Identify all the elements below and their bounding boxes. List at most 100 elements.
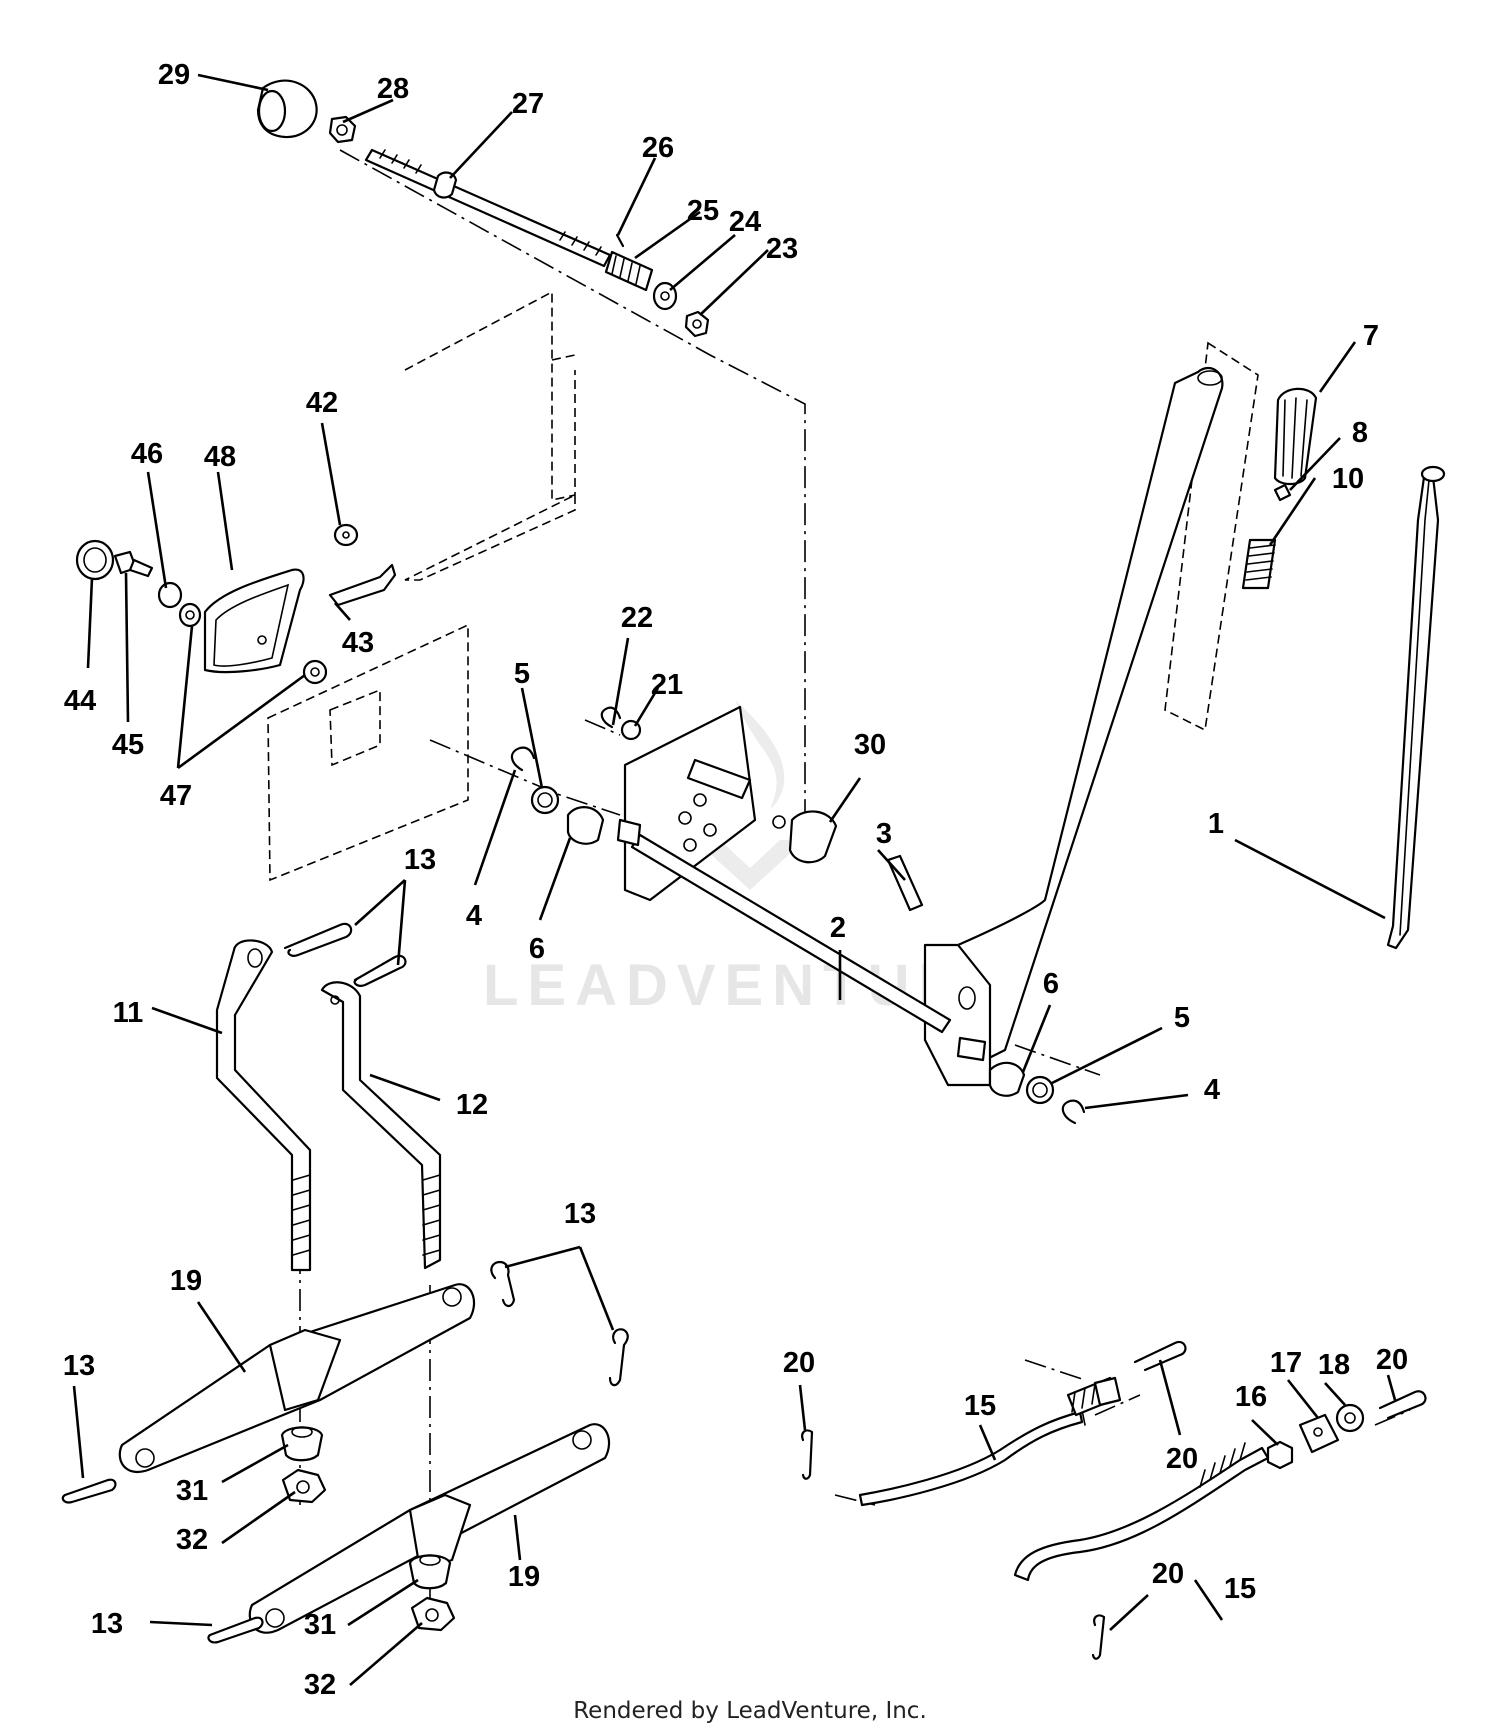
callout-4a: 4 (466, 900, 482, 932)
footer-credit: Rendered by LeadVenture, Inc. (573, 1698, 927, 1724)
callout-20d: 20 (1152, 1558, 1184, 1590)
callout-19a: 19 (170, 1265, 202, 1297)
link-11 (215, 939, 312, 1272)
clip-43 (328, 563, 397, 607)
spring-10 (1241, 538, 1277, 590)
callout-48: 48 (204, 441, 236, 473)
callout-29: 29 (158, 59, 190, 91)
hairpin-13d (608, 1328, 629, 1387)
nut-18 (1335, 1403, 1365, 1433)
callout-6b: 6 (1043, 968, 1059, 1000)
callout-28: 28 (377, 73, 409, 105)
callout-16: 16 (1235, 1381, 1267, 1413)
callout-11: 11 (113, 997, 144, 1029)
callout-20b: 20 (1166, 1443, 1198, 1475)
callout-20a: 20 (783, 1347, 815, 1379)
bushing-6b (988, 1061, 1026, 1097)
callout-43: 43 (342, 627, 374, 659)
rod-27 (364, 148, 612, 268)
nut-28 (328, 115, 357, 144)
callout-42: 42 (306, 387, 338, 419)
callout-10: 10 (1332, 463, 1364, 495)
hairpin-13c (490, 1260, 516, 1308)
washer-46 (157, 581, 183, 609)
pin-26 (615, 233, 625, 248)
callout-6a: 6 (529, 933, 545, 965)
callout-20c: 20 (1376, 1344, 1408, 1376)
callout-44: 44 (64, 685, 96, 717)
callout-13d: 13 (91, 1608, 123, 1640)
link-12 (320, 981, 442, 1270)
lift-handle-assembly (1241, 387, 1446, 950)
callout-12: 12 (456, 1089, 488, 1121)
washer-5b (1025, 1075, 1055, 1105)
hairpin-20d (1091, 1614, 1106, 1660)
callout-22: 22 (621, 602, 653, 634)
hairpin-13e (61, 1478, 117, 1504)
washer-42 (333, 523, 359, 547)
callouts: 29 28 27 26 25 24 23 7 8 10 42 46 48 43 … (63, 59, 1408, 1701)
washer-5a (530, 785, 560, 815)
callout-3: 3 (876, 818, 892, 850)
callout-46: 46 (131, 438, 163, 470)
callout-25: 25 (687, 195, 719, 227)
callout-19b: 19 (508, 1561, 540, 1593)
callout-5b: 5 (1174, 1002, 1190, 1034)
callout-5a: 5 (514, 658, 530, 690)
callout-17: 17 (1270, 1347, 1302, 1379)
callout-31a: 31 (176, 1475, 208, 1507)
leader-lines (72, 73, 1397, 1686)
callout-15b: 15 (1224, 1573, 1256, 1605)
callout-23: 23 (766, 233, 798, 265)
callout-13c: 13 (63, 1350, 95, 1382)
callout-31b: 31 (304, 1609, 336, 1641)
trunnion-30 (788, 810, 838, 864)
lift-arm-2 (956, 366, 1224, 1062)
hairpin-13b (353, 954, 407, 987)
callout-32b: 32 (304, 1669, 336, 1701)
ball-8 (1273, 483, 1292, 502)
hairpin-20c (1378, 1390, 1427, 1420)
lift-shaft-assembly (600, 366, 1224, 1087)
washer-47b (302, 659, 328, 685)
trunnion-17 (1298, 1413, 1340, 1454)
frame-phantom (267, 290, 1259, 882)
callout-15a: 15 (964, 1390, 996, 1422)
callout-27: 27 (512, 88, 544, 120)
callout-13b: 13 (564, 1198, 596, 1230)
callout-8: 8 (1352, 417, 1368, 449)
callout-1: 1 (1208, 808, 1224, 840)
callout-45: 45 (112, 729, 144, 761)
washer-22 (600, 706, 622, 729)
adjust-rod-assembly (256, 79, 710, 338)
spring-25 (604, 250, 654, 292)
rod-15a (858, 1410, 1084, 1507)
washer-47a (178, 602, 202, 628)
nut-32b (410, 1596, 456, 1632)
callout-32a: 32 (176, 1524, 208, 1556)
lift-arms (61, 1260, 629, 1644)
cam-48 (203, 568, 305, 674)
hairpin-13f (207, 1616, 264, 1644)
nut-16 (1266, 1440, 1294, 1470)
clip-4a (510, 746, 536, 772)
bracket-assembly (75, 523, 397, 685)
shaft-hardware (510, 746, 1086, 1125)
callout-21: 21 (651, 669, 683, 701)
pin-3 (886, 854, 924, 912)
callout-47: 47 (160, 780, 192, 812)
adjustment-rods (801, 1340, 1427, 1660)
hairpin-20a (801, 1429, 814, 1480)
bushing-6a (566, 806, 605, 845)
callout-13a: 13 (404, 844, 436, 876)
bushing-31b (408, 1554, 452, 1590)
bushing-31a (280, 1426, 324, 1462)
hairpin-13a (283, 922, 353, 957)
callout-30: 30 (854, 729, 886, 761)
ring-44 (75, 539, 115, 581)
callout-24: 24 (729, 206, 761, 238)
rod-15b (1013, 1446, 1270, 1582)
callout-7: 7 (1363, 320, 1379, 352)
lift-links (215, 922, 442, 1272)
